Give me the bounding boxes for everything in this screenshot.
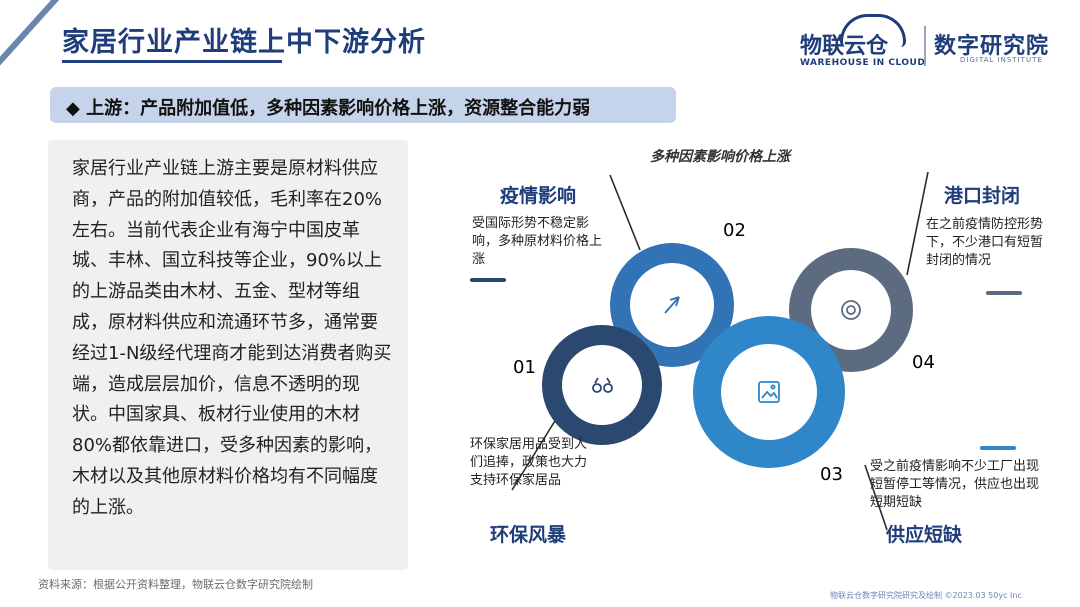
image-icon xyxy=(758,381,780,403)
factor-description-04: 在之前疫情防控形势下，不少港口有短暂封闭的情况 xyxy=(926,217,1044,268)
banner-text: 上游：产品附加值低，多种因素影响价格上涨，资源整合能力弱 xyxy=(86,98,591,119)
factor-number-04: 04 xyxy=(912,352,935,373)
factor-number-03: 03 xyxy=(820,464,843,485)
description-paragraph: 家居行业产业链上游主要是原材料供应商，产品的附加值较低，毛利率在20%左右。当前… xyxy=(72,158,392,518)
institute-logo-text: 数字研究院 xyxy=(934,34,1050,59)
accent-dash xyxy=(470,278,506,282)
factor-description-03: 受之前疫情影响不少工厂出现短暂停工等情况，供应也出现短期短缺 xyxy=(870,459,1040,510)
factor-heading-03: 供应短缺 xyxy=(886,524,963,546)
diamond-bullet-icon: ◆ xyxy=(66,98,80,119)
company-logo: 物联云仓 WAREHOUSE IN CLOUD xyxy=(800,14,925,70)
factor-circle-01 xyxy=(542,325,662,445)
connector-line-03 xyxy=(864,464,888,531)
logo-subtext: WAREHOUSE IN CLOUD xyxy=(800,58,926,68)
page-title: 家居行业产业链上中下游分析 xyxy=(62,27,426,58)
factor-number-01: 01 xyxy=(513,357,536,378)
factor-heading-01: 环保风暴 xyxy=(490,524,567,546)
header-decoration-stripe xyxy=(0,0,68,17)
accent-dash xyxy=(986,291,1022,295)
rocket-icon xyxy=(664,296,680,314)
lifebuoy-icon xyxy=(841,300,861,320)
section-banner: ◆ 上游：产品附加值低，多种因素影响价格上涨，资源整合能力弱 xyxy=(50,87,676,123)
factors-diagram: 02 01 04 03 xyxy=(511,171,935,531)
factor-heading-04: 港口封闭 xyxy=(944,185,1021,207)
binoculars-icon xyxy=(592,377,613,393)
factor-number-02: 02 xyxy=(723,220,746,241)
source-note: 资料来源：根据公开资料整理，物联云仓数字研究院绘制 xyxy=(38,578,313,591)
factor-circle-03 xyxy=(693,316,845,468)
logo-text: 物联云仓 xyxy=(800,34,889,59)
factor-description-01: 环保家居用品受到人们追捧，政策也大力支持环保家居品 xyxy=(470,437,588,488)
factor-circle-02 xyxy=(610,243,734,367)
diagram-title: 多种因素影响价格上涨 xyxy=(650,149,790,165)
institute-logo-subtext: DIGITAL INSTITUTE xyxy=(960,56,1043,64)
factor-heading-02: 疫情影响 xyxy=(500,185,577,207)
connector-line-02 xyxy=(609,174,641,251)
copyright-note: 物联云仓数字研究院研究及绘制 ©2023.03 50yc Inc xyxy=(830,591,1022,600)
factor-description-02: 受国际形势不稳定影响，多种原材料价格上涨 xyxy=(472,216,603,267)
description-panel: 家居行业产业链上游主要是原材料供应商，产品的附加值较低，毛利率在20%左右。当前… xyxy=(48,140,408,570)
connector-line-01 xyxy=(511,407,564,491)
connector-line-04 xyxy=(906,171,929,276)
title-underline xyxy=(62,60,282,63)
accent-dash xyxy=(980,446,1016,450)
logo-divider xyxy=(924,26,926,66)
